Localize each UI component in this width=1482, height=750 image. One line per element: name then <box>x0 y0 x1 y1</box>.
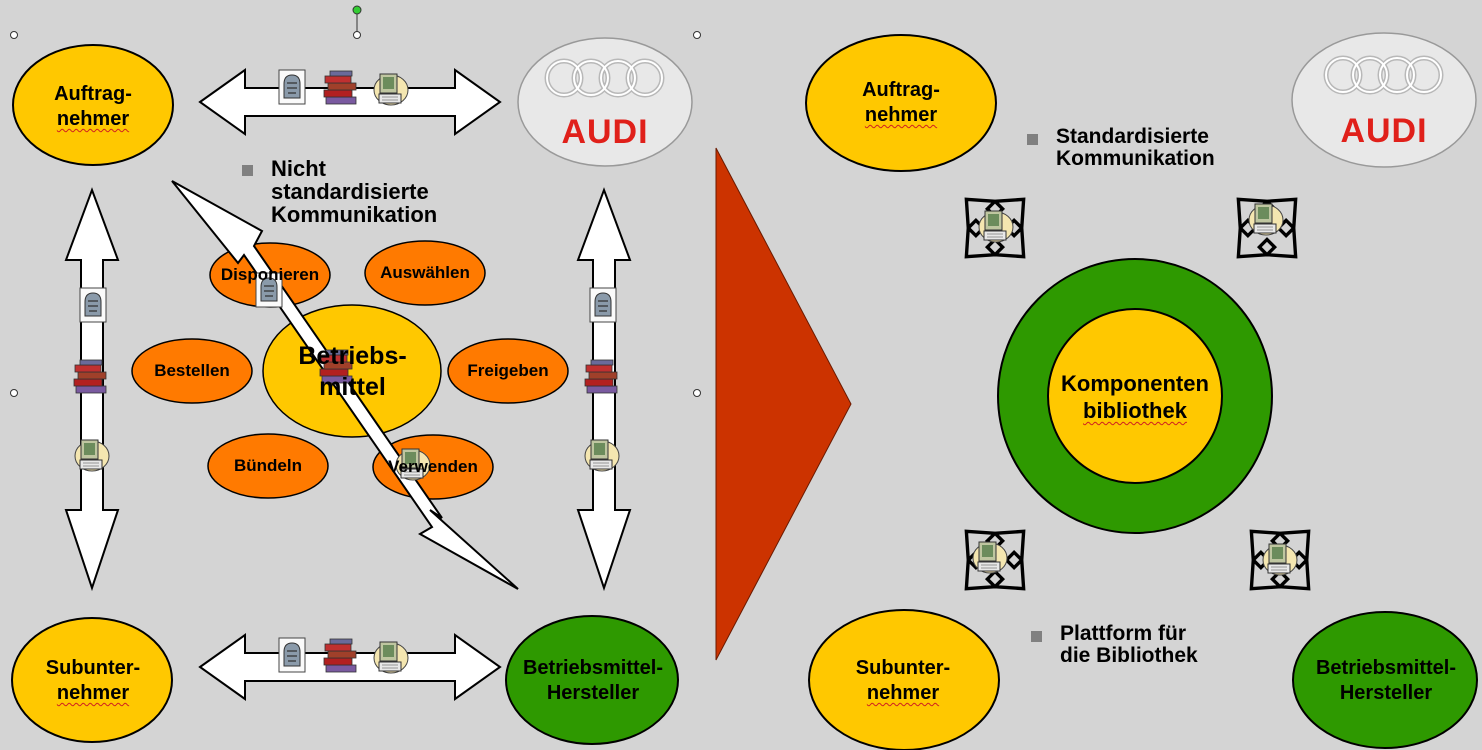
books-icon <box>323 70 357 105</box>
process-freigeben <box>447 338 569 404</box>
computer-icon <box>978 210 1014 243</box>
library-core <box>1047 308 1223 484</box>
arrow-diagonal <box>171 180 519 590</box>
node-manufacturer-left <box>505 615 679 745</box>
computer-icon <box>1248 203 1284 236</box>
books-icon <box>584 359 618 394</box>
node-subcontractor-right <box>808 609 1000 750</box>
bullet-standardized: Standardisierte Kommunikation <box>1027 125 1215 170</box>
computer-icon <box>74 439 110 472</box>
computer-icon <box>373 641 409 674</box>
person-icon <box>278 69 306 105</box>
bullet-square <box>242 165 253 176</box>
transition-arrow <box>715 147 852 661</box>
node-contractor-right <box>805 34 997 172</box>
person-icon <box>255 272 283 308</box>
computer-icon <box>1262 543 1298 576</box>
books-icon <box>323 638 357 673</box>
node-contractor-left <box>12 44 174 166</box>
computer-icon <box>395 448 431 481</box>
computer-icon <box>373 73 409 106</box>
process-auswaehlen <box>364 240 486 306</box>
node-audi-right <box>1291 32 1477 168</box>
selection-handles <box>10 5 701 397</box>
node-audi-left <box>517 37 693 167</box>
person-icon <box>589 287 617 323</box>
person-icon <box>278 637 306 673</box>
node-subcontractor-left <box>11 617 173 743</box>
computer-icon <box>972 541 1008 574</box>
computer-icon <box>584 439 620 472</box>
node-manufacturer-right <box>1292 611 1478 749</box>
center-betriebsmittel <box>262 304 442 438</box>
bullet-square <box>1031 631 1042 642</box>
person-icon <box>79 287 107 323</box>
bullet-platform: Plattform für die Bibliothek <box>1031 622 1198 667</box>
bullet-non-standard: Nicht standardisierte Kommunikation <box>242 157 437 226</box>
books-icon <box>73 359 107 394</box>
audi-wordmark-right: AUDI <box>1340 112 1428 150</box>
audi-wordmark-left: AUDI <box>561 113 649 151</box>
process-buendeln <box>207 433 329 499</box>
books-icon <box>319 349 353 384</box>
bullet-square <box>1027 134 1038 145</box>
process-bestellen <box>131 338 253 404</box>
